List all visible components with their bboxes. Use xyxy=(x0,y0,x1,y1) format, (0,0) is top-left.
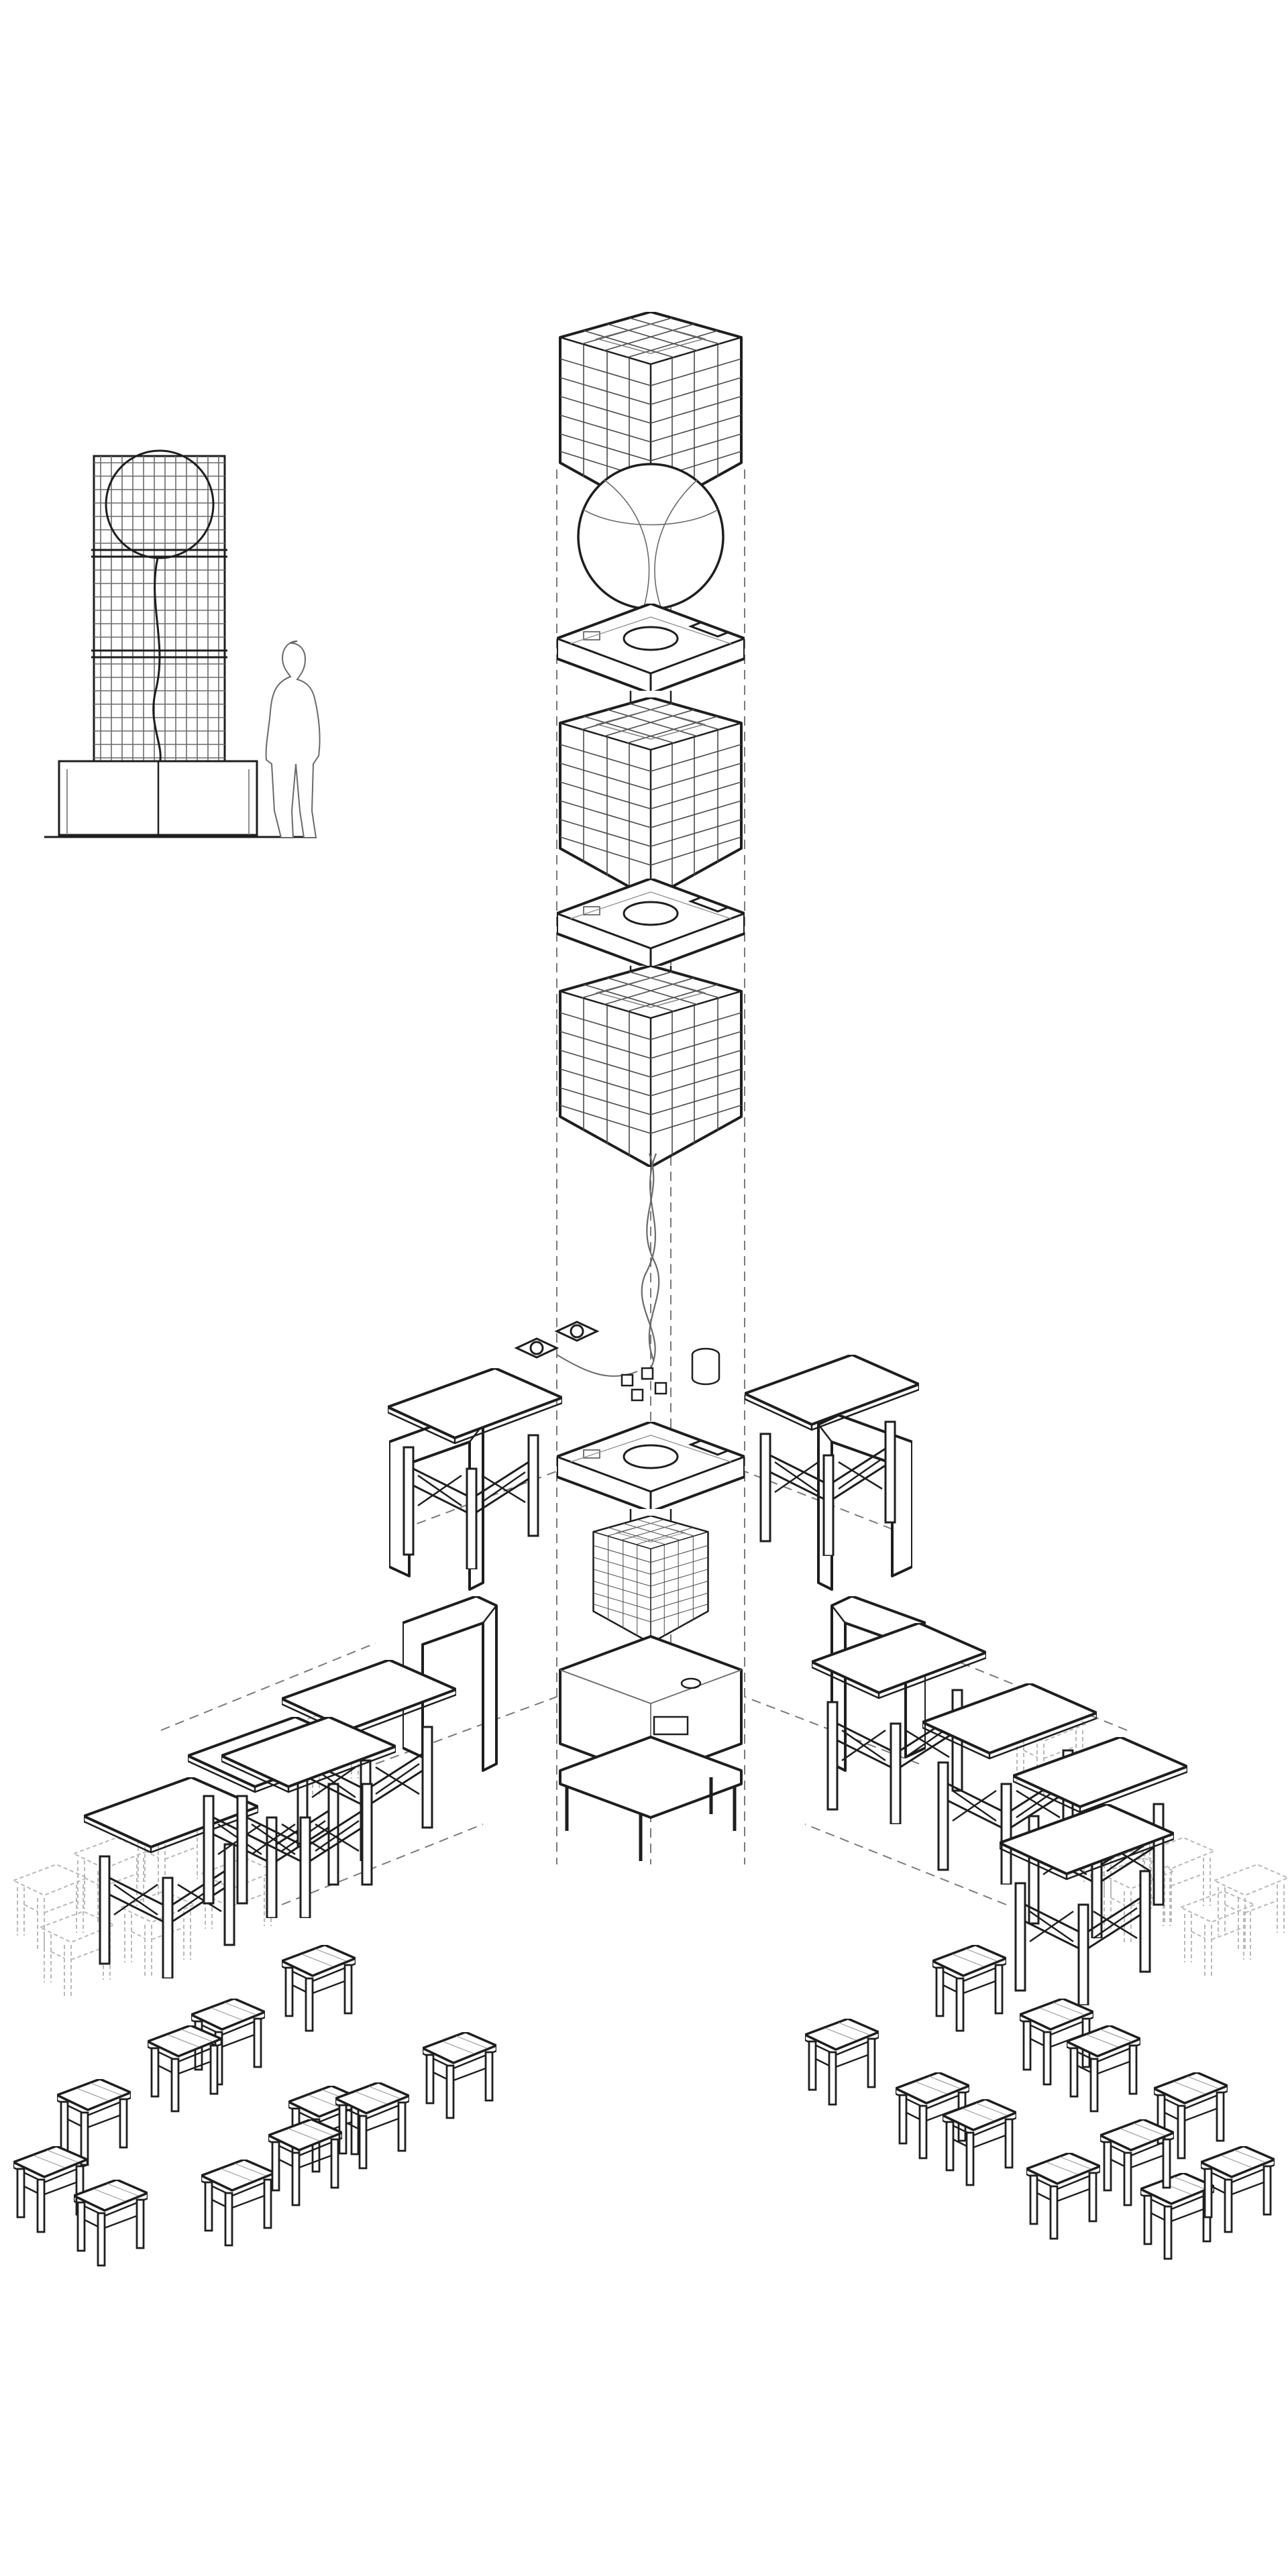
stool xyxy=(201,2160,275,2247)
work-table xyxy=(1000,1804,1174,2005)
elevation-inset xyxy=(44,449,321,838)
base-planter xyxy=(58,760,258,836)
cable-bundle xyxy=(641,1153,660,1369)
stool xyxy=(1067,2025,1140,2113)
stool xyxy=(13,2146,87,2233)
short-cage-module xyxy=(592,1516,710,1643)
base-tank-box xyxy=(559,1635,743,1779)
stool xyxy=(1201,2146,1275,2233)
stool xyxy=(268,2119,342,2206)
pumps-and-tank xyxy=(514,1321,720,1402)
sphere xyxy=(577,463,724,610)
footing-platform xyxy=(559,1736,743,1861)
ghost-stool xyxy=(1214,1864,1288,1951)
intermediate-deck-plate xyxy=(557,604,745,711)
human-figure-scale xyxy=(265,640,321,838)
stool xyxy=(148,2025,221,2113)
sphere xyxy=(105,449,215,559)
ghost-stool xyxy=(121,1891,195,1978)
work-table xyxy=(84,1777,258,1978)
work-table xyxy=(388,1368,562,1569)
stool xyxy=(74,2180,148,2267)
stool xyxy=(805,2019,879,2106)
exploded-tower xyxy=(514,312,745,1861)
work-table xyxy=(221,1717,396,1918)
stool xyxy=(335,2082,409,2170)
ghost-stool xyxy=(74,1838,148,1924)
tower-frame xyxy=(91,455,227,766)
stool xyxy=(932,1945,1006,2032)
middle-cage-module xyxy=(559,697,743,899)
ghost-stool xyxy=(1140,1838,1214,1924)
stool xyxy=(1140,2173,1214,2260)
lower-cage-module xyxy=(559,966,743,1167)
stool xyxy=(423,2032,496,2119)
stool xyxy=(1026,2153,1100,2240)
stool xyxy=(282,1945,356,2032)
cable xyxy=(152,557,162,765)
base-deck-plate xyxy=(557,1422,745,1529)
stool xyxy=(943,2099,1016,2186)
